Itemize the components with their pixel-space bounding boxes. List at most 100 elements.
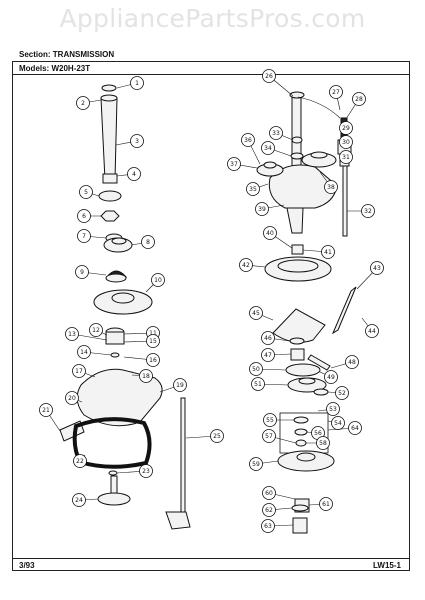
part-pinion-24 xyxy=(97,492,131,506)
part-lever-43 xyxy=(331,286,357,335)
callout-59: 59 xyxy=(249,457,263,471)
callout-number: 42 xyxy=(242,262,250,269)
part-ring-1 xyxy=(101,84,117,92)
callout-number: 62 xyxy=(265,507,273,514)
callout-bubble xyxy=(210,429,224,443)
part-housing-39-stem xyxy=(286,207,304,234)
callout-57: 57 xyxy=(262,429,276,443)
callout-bubble xyxy=(77,209,91,223)
callout-43: 43 xyxy=(370,261,384,275)
section-value: TRANSMISSION xyxy=(52,50,115,59)
callout-10: 10 xyxy=(151,273,165,287)
callout-9: 9 xyxy=(75,265,89,279)
section-heading: Section: TRANSMISSION xyxy=(19,50,114,59)
callout-number: 6 xyxy=(82,213,86,220)
callout-bubble xyxy=(345,355,359,369)
callout-2: 2 xyxy=(76,96,90,110)
callout-bubble xyxy=(89,323,103,337)
callout-39: 39 xyxy=(255,202,269,216)
part-cap-63 xyxy=(292,517,308,534)
callout-30: 30 xyxy=(339,135,353,149)
callout-bubble xyxy=(339,150,353,164)
callout-16: 16 xyxy=(146,353,160,367)
callout-number: 31 xyxy=(342,154,350,161)
section-label: Section: xyxy=(19,50,51,59)
callout-bubble xyxy=(72,493,86,507)
part-ring-55 xyxy=(293,416,309,424)
part-sleeve-4 xyxy=(102,173,118,184)
callout-number: 4 xyxy=(132,171,136,178)
callout-number: 5 xyxy=(84,189,88,196)
callout-number: 13 xyxy=(68,331,76,338)
callout-number: 27 xyxy=(332,89,340,96)
callout-number: 44 xyxy=(368,328,376,335)
callout-bubble xyxy=(324,370,338,384)
part-rod-25 xyxy=(180,397,186,517)
callout-bubble xyxy=(263,413,277,427)
callout-7: 7 xyxy=(77,229,91,243)
callout-number: 36 xyxy=(244,137,252,144)
part-shield-42-top xyxy=(277,259,319,273)
callout-number: 22 xyxy=(76,458,84,465)
callout-bubble xyxy=(151,273,165,287)
callout-number: 12 xyxy=(92,327,100,334)
callout-number: 54 xyxy=(334,420,342,427)
callout-52: 52 xyxy=(335,386,349,400)
callout-38: 38 xyxy=(324,180,338,194)
footer-date: 3/93 xyxy=(19,561,35,570)
callout-number: 1 xyxy=(135,80,139,87)
callout-bubble xyxy=(261,331,275,345)
callout-bubble xyxy=(348,421,362,435)
callout-34: 34 xyxy=(261,141,275,155)
callout-bubble xyxy=(261,348,275,362)
callout-bubble xyxy=(262,429,276,443)
callout-bubble xyxy=(139,464,153,478)
callout-24: 24 xyxy=(72,493,86,507)
callout-number: 26 xyxy=(265,73,273,80)
callout-number: 57 xyxy=(265,433,273,440)
callout-number: 20 xyxy=(68,395,76,402)
part-nut-6 xyxy=(100,210,120,222)
callout-bubble xyxy=(251,377,265,391)
callout-47: 47 xyxy=(261,348,275,362)
callout-number: 52 xyxy=(338,390,346,397)
callout-32: 32 xyxy=(361,204,375,218)
callout-bubble xyxy=(79,185,93,199)
part-pin-48 xyxy=(307,354,331,371)
part-pinion-24-shaft xyxy=(110,475,118,495)
callout-number: 3 xyxy=(135,138,139,145)
callout-number: 18 xyxy=(142,373,150,380)
part-cover-45 xyxy=(272,308,326,343)
callout-number: 32 xyxy=(364,208,372,215)
callout-bubble xyxy=(370,261,384,275)
callout-54: 54 xyxy=(331,416,345,430)
callout-50: 50 xyxy=(249,362,263,376)
callout-number: 58 xyxy=(319,440,327,447)
callout-36: 36 xyxy=(241,133,255,147)
callout-number: 28 xyxy=(355,96,363,103)
callout-45: 45 xyxy=(249,306,263,320)
callout-31: 31 xyxy=(339,150,353,164)
part-ring-56 xyxy=(294,428,308,436)
callout-63: 63 xyxy=(261,519,275,533)
callout-42: 42 xyxy=(239,258,253,272)
callout-41: 41 xyxy=(321,245,335,259)
callout-bubble xyxy=(319,497,333,511)
part-washer-52 xyxy=(313,388,329,396)
callout-number: 14 xyxy=(80,349,88,356)
callout-bubble xyxy=(326,402,340,416)
callout-29: 29 xyxy=(339,121,353,135)
callout-bubble xyxy=(352,92,366,106)
callout-8: 8 xyxy=(141,235,155,249)
callout-bubble xyxy=(339,121,353,135)
callout-number: 47 xyxy=(264,352,272,359)
callout-number: 21 xyxy=(42,407,50,414)
callout-3: 3 xyxy=(130,134,144,148)
callout-bubble xyxy=(361,204,375,218)
callout-number: 53 xyxy=(329,406,337,413)
callout-number: 55 xyxy=(266,417,274,424)
callout-number: 40 xyxy=(266,230,274,237)
callout-bubble xyxy=(321,245,335,259)
part-tube-top xyxy=(100,94,118,102)
